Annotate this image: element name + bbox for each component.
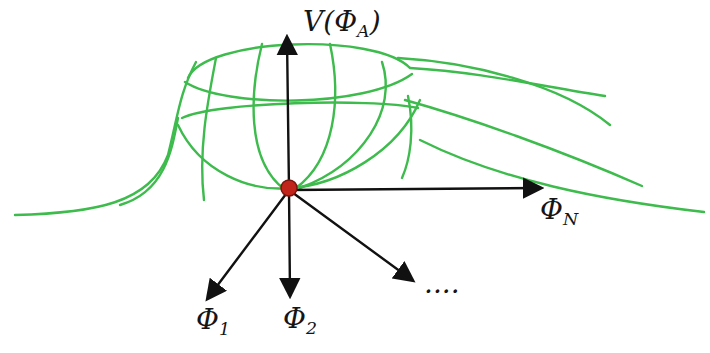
subscript: N — [563, 209, 578, 229]
axis-label: Φ2 — [283, 305, 317, 333]
origin-dot — [281, 180, 297, 196]
ellipsis-label: .... — [424, 270, 460, 298]
subscript: 1 — [219, 319, 230, 339]
subscript: 2 — [306, 318, 317, 338]
subscript: A — [357, 21, 370, 41]
axis-label: ΦN — [540, 196, 578, 224]
potential-surface — [15, 44, 704, 215]
axis-label: V(ΦA) — [303, 8, 381, 36]
axes — [208, 38, 540, 298]
axis-label: Φ1 — [196, 306, 230, 334]
